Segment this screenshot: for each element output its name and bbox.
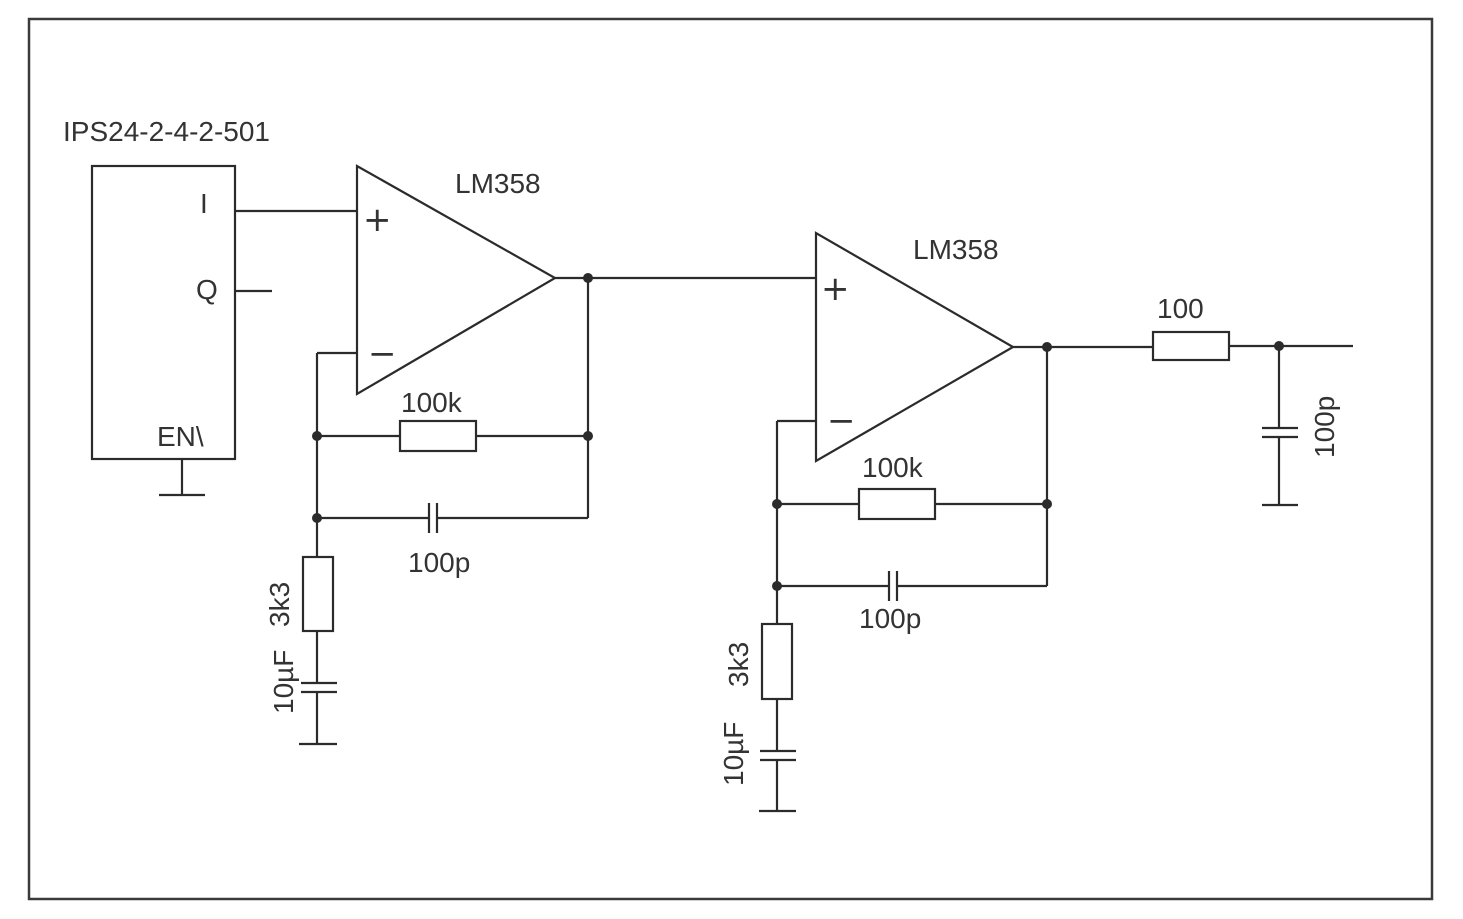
junction-dot [583,273,593,283]
stage2-ground-resistor-label: 3k3 [723,642,754,687]
opamp-2-label: LM358 [913,234,999,265]
stage1-ground-resistor-label: 3k3 [264,582,295,627]
opamp-2-triangle [814,231,1016,463]
opamp-2-plus: + [821,269,850,309]
opamp-2: LM358 + − [814,231,1016,463]
ic-pin-i-label: I [200,188,208,219]
opamp-1-triangle [355,164,558,396]
opamp-2-minus: − [827,401,856,441]
ic-body [90,164,237,461]
output-resistor [1151,330,1231,362]
stage1-feedback-resistor-label: 100k [401,387,463,418]
opamp-1-plus: + [363,200,392,240]
opamp-1-label: LM358 [455,168,541,199]
stage2-feedback-resistor [857,487,937,521]
stage2-ground-capacitor-label: 10µF [718,722,749,786]
junction-dot [772,499,782,509]
ic-pin-en-label: EN\ [157,421,204,452]
stage2-ground-resistor [760,622,794,701]
junction-dot [1042,342,1052,352]
stage1-ground-resistor [301,555,335,633]
ic-pin-q-label: Q [196,274,218,305]
junction-dot [583,431,593,441]
junction-dot [1274,341,1284,351]
opamp-1-minus: − [368,334,397,374]
diagram-frame [27,17,1434,901]
junction-dot [1042,499,1052,509]
output-resistor-label: 100 [1157,293,1204,324]
output-capacitor-label: 100p [1309,396,1340,458]
opamp-1: LM358 + − [355,164,558,396]
ips24-chip: IPS24-2-4-2-501 I Q EN\ [63,116,272,497]
ic-part-label: IPS24-2-4-2-501 [63,116,270,147]
stage2-feedback-resistor-label: 100k [862,452,924,483]
stage1-feedback-resistor [398,419,478,453]
junction-dot [772,581,782,591]
stage2-feedback-capacitor-label: 100p [859,603,921,634]
stage1-feedback-capacitor-label: 100p [408,547,470,578]
junction-dot [312,431,322,441]
junction-dot [312,513,322,523]
stage1-ground-capacitor-label: 10µF [268,650,299,714]
